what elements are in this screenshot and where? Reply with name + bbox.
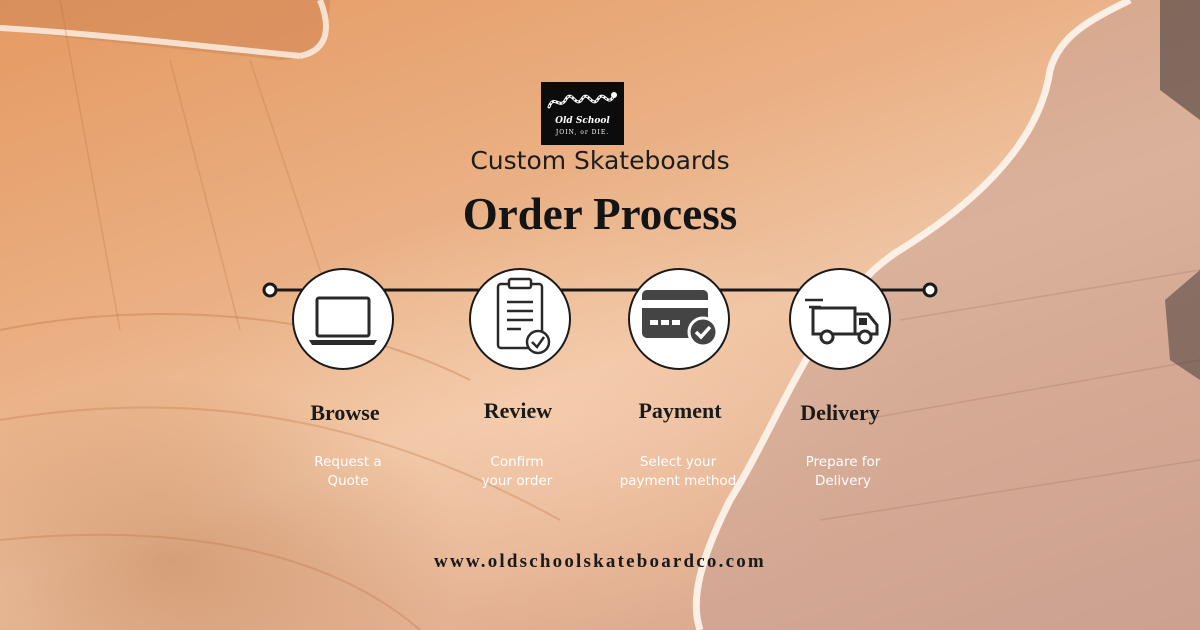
- timeline-start-dot: [262, 282, 278, 298]
- page-subtitle: Custom Skateboards: [470, 146, 730, 175]
- step-delivery-label: Delivery: [800, 400, 880, 425]
- step-browse-description: Request a Quote: [314, 454, 382, 489]
- step-payment-description: Select your payment method: [619, 454, 737, 489]
- step-payment-label: Payment: [638, 398, 722, 423]
- step-review-description: Confirm your order: [481, 454, 553, 489]
- logo-name-text: Old School: [555, 116, 610, 126]
- website-url: www.oldschoolskateboardco.com: [434, 551, 766, 572]
- logo-motto-text: JOIN, or DIE.: [555, 129, 610, 136]
- clipboard-check-icon: [496, 277, 551, 355]
- credit-card-check-icon: [642, 290, 719, 348]
- snake-emblem-icon: [547, 92, 617, 109]
- timeline-end-dot: [922, 282, 938, 298]
- step-delivery-circle: [789, 268, 891, 370]
- step-review-circle: [469, 268, 571, 370]
- step-browse-circle: [292, 268, 394, 370]
- step-payment-circle: [628, 268, 730, 370]
- delivery-truck-icon: [805, 298, 879, 345]
- page-title: Order Process: [462, 189, 738, 239]
- laptop-icon: [309, 296, 377, 345]
- step-delivery-description: Prepare for Delivery: [805, 454, 881, 489]
- old-school-logo: Old School JOIN, or DIE.: [541, 82, 624, 145]
- step-review-label: Review: [483, 398, 553, 423]
- step-browse-label: Browse: [310, 400, 380, 425]
